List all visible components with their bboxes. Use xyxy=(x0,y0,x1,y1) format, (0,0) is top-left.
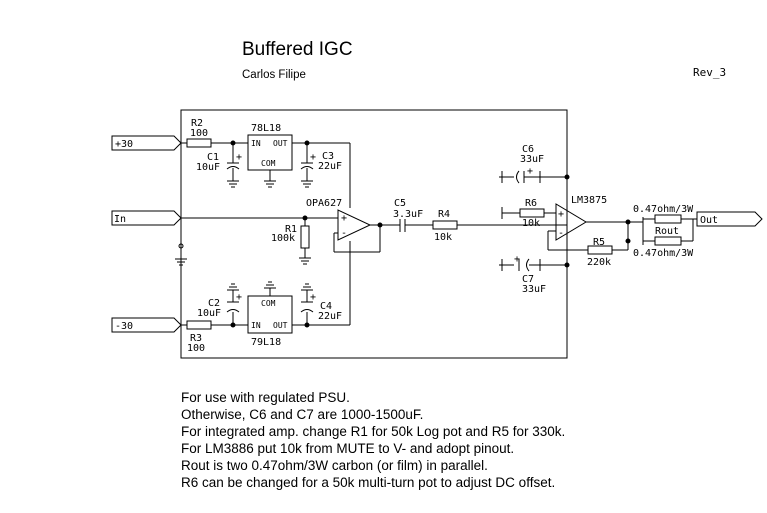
u-pos-com-pin: COM xyxy=(261,159,276,168)
ground-symbol xyxy=(298,257,312,265)
c3-value: 22uF xyxy=(318,161,342,172)
notes-list: For use with regulated PSU. Otherwise, C… xyxy=(181,389,565,491)
c1-plus: + xyxy=(236,152,242,163)
c6-value: 33uF xyxy=(520,154,544,165)
r2-value: 100 xyxy=(190,128,208,139)
c1-value: 10uF xyxy=(196,162,220,173)
u-pos-ref: 78L18 xyxy=(251,123,281,134)
u-pos-in-pin: IN xyxy=(251,139,261,148)
c7-ref: C7 xyxy=(522,274,534,285)
port-neg-rail: -30 xyxy=(111,317,182,333)
opamp-plus: + xyxy=(341,213,347,224)
c2-plus: + xyxy=(236,292,242,303)
capacitor-c6 xyxy=(516,170,525,184)
u-pos-out-pin: OUT xyxy=(273,139,288,148)
u-neg-com-pin: COM xyxy=(261,299,276,308)
resistor-r3 xyxy=(186,320,212,330)
svg-text:In: In xyxy=(114,214,126,225)
r4-ref: R4 xyxy=(438,209,450,220)
opamp-opa627 xyxy=(337,209,372,241)
c2-ref: C2 xyxy=(208,298,220,309)
c6-plus: + xyxy=(527,166,533,177)
r2-ref: R2 xyxy=(191,118,203,129)
ground-symbol xyxy=(174,243,188,266)
r6-value: 10k xyxy=(522,218,540,229)
capacitor-c4 xyxy=(300,283,314,325)
rout-value-top: 0.47ohm/3W xyxy=(633,204,694,215)
u-neg-out-pin: OUT xyxy=(273,321,288,330)
r6-ref: R6 xyxy=(525,198,537,209)
author-name: Carlos Filipe xyxy=(242,69,306,81)
r4-value: 10k xyxy=(434,232,452,243)
c4-value: 22uF xyxy=(318,311,342,322)
capacitor-c2 xyxy=(226,283,240,325)
revision-label: Rev_3 xyxy=(693,66,726,79)
r1-value: 100k xyxy=(271,233,295,244)
note-line: For use with regulated PSU. xyxy=(181,390,350,405)
port-pos-rail: +30 xyxy=(111,135,182,151)
c2-value: 10uF xyxy=(197,308,221,319)
junction-dot xyxy=(625,238,631,244)
amp-plus: + xyxy=(558,209,564,220)
r5-ref: R5 xyxy=(593,237,605,248)
schematic-title: Buffered IGC xyxy=(242,39,353,60)
c5-ref: C5 xyxy=(394,198,406,209)
opamp-minus: - xyxy=(341,228,347,239)
c1-ref: C1 xyxy=(207,152,219,163)
c6-ref: C6 xyxy=(522,144,534,155)
svg-text:-30: -30 xyxy=(115,321,133,332)
port-input: In xyxy=(111,210,182,226)
c5-value: 3.3uF xyxy=(393,209,423,220)
r3-ref: R3 xyxy=(190,333,202,344)
c7-value: 33uF xyxy=(522,284,546,295)
c3-ref: C3 xyxy=(322,151,334,162)
ground-symbol xyxy=(263,281,277,289)
resistor-r6 xyxy=(519,208,545,218)
junction-dot xyxy=(564,262,570,268)
r5-value: 220k xyxy=(587,257,611,268)
resistor-rout-bottom xyxy=(654,236,682,246)
u-neg-in-pin: IN xyxy=(251,321,261,330)
amp-minus: - xyxy=(558,228,564,239)
capacitor-c3 xyxy=(300,143,314,188)
c3-plus: + xyxy=(310,152,316,163)
note-line: For integrated amp. change R1 for 50k Lo… xyxy=(181,424,566,439)
resistor-r1 xyxy=(300,225,310,249)
c4-ref: C4 xyxy=(320,301,332,312)
svg-text:Out: Out xyxy=(700,215,718,226)
note-line: Rout is two 0.47ohm/3W carbon (or film) … xyxy=(181,458,488,473)
amplifier-lm3875 xyxy=(555,203,587,241)
resistor-r2 xyxy=(186,138,212,148)
port-output: Out xyxy=(696,211,763,227)
note-line: For LM3886 put 10k from MUTE to V- and a… xyxy=(181,441,515,456)
rout-value-bottom: 0.47ohm/3W xyxy=(633,248,694,259)
r3-value: 100 xyxy=(187,343,205,354)
capacitor-c7 xyxy=(518,258,530,272)
resistor-r4 xyxy=(432,220,458,230)
opamp-ref: OPA627 xyxy=(306,198,342,209)
note-line: Otherwise, C6 and C7 are 1000-1500uF. xyxy=(181,407,424,422)
junction-dot xyxy=(377,222,383,228)
r1-ref: R1 xyxy=(285,224,297,235)
u-neg-ref: 79L18 xyxy=(251,337,281,348)
enclosure-outline xyxy=(180,109,568,359)
c4-plus: + xyxy=(310,292,316,303)
rout-ref: Rout xyxy=(655,226,679,237)
svg-text:+30: +30 xyxy=(115,139,133,150)
resistor-rout-top xyxy=(654,214,682,224)
capacitor-c5 xyxy=(399,219,406,232)
ground-symbol xyxy=(263,180,277,188)
c7-plus: + xyxy=(514,254,520,265)
capacitor-c1 xyxy=(226,143,240,188)
amp-ref: LM3875 xyxy=(571,195,607,206)
note-line: R6 can be changed for a 50k multi-turn p… xyxy=(181,475,556,490)
